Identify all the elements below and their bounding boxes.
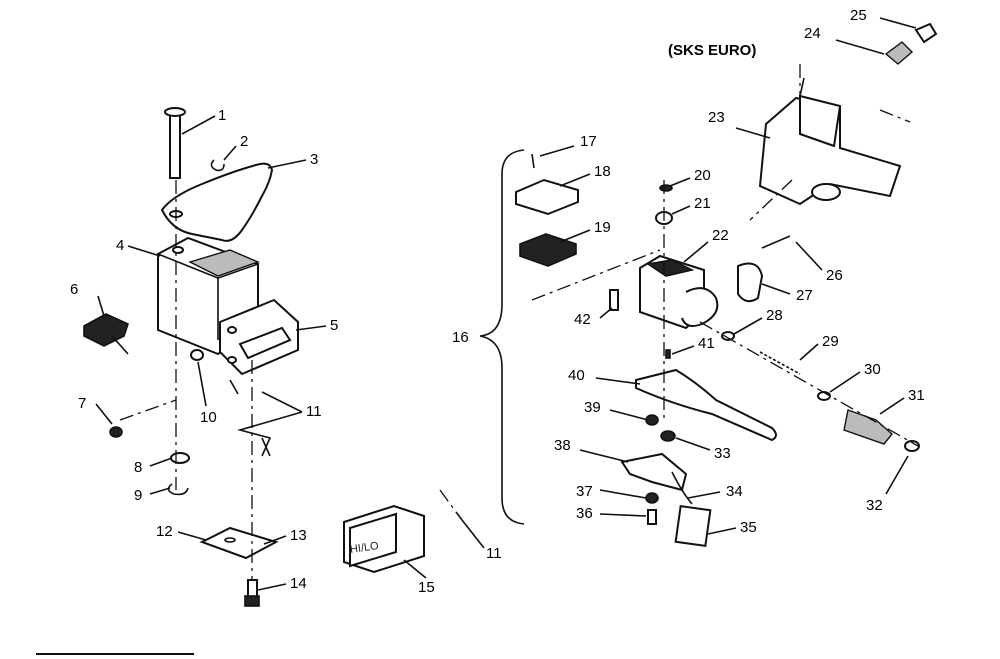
- callout-20: 20: [694, 167, 711, 184]
- adjuster-part: [83, 313, 129, 355]
- hilo-switch-part: [343, 504, 425, 574]
- variant-label: (SKS EURO): [668, 42, 757, 59]
- callout-17: 17: [580, 133, 597, 150]
- callout-35: 35: [740, 519, 757, 536]
- callout-13: 13: [290, 527, 307, 544]
- callout-28: 28: [766, 307, 783, 324]
- brake-lever-part: [635, 368, 777, 442]
- callout-42: 42: [574, 311, 591, 328]
- bolt-part: [244, 579, 260, 607]
- spring-part: [759, 351, 801, 375]
- washer-part: [170, 452, 190, 464]
- screw-part: [229, 379, 239, 395]
- master-cylinder-part: [639, 254, 719, 330]
- bushing-part: [190, 349, 204, 361]
- callout-15: 15: [418, 579, 435, 596]
- leader-lines: [95, 17, 917, 591]
- callout-19: 19: [594, 219, 611, 236]
- group-bracket: [479, 149, 525, 525]
- callout-29: 29: [822, 333, 839, 350]
- callout-1: 1: [218, 107, 227, 124]
- nut-part: [109, 426, 123, 438]
- callout-39: 39: [584, 399, 601, 416]
- callout-11-upper: 11: [306, 403, 322, 420]
- callout-23: 23: [708, 109, 725, 126]
- callout-8: 8: [134, 459, 143, 476]
- callout-22: 22: [712, 227, 729, 244]
- callout-36: 36: [576, 505, 593, 522]
- callout-14: 14: [290, 575, 307, 592]
- callout-6: 6: [70, 281, 79, 298]
- callout-3: 3: [310, 151, 319, 168]
- callout-5: 5: [330, 317, 339, 334]
- brake-switch-part: [674, 504, 712, 548]
- plate-part: [199, 526, 279, 560]
- callout-34: 34: [726, 483, 743, 500]
- callout-27: 27: [796, 287, 813, 304]
- center-lines: [119, 64, 919, 580]
- reservoir-cap-part: [515, 178, 579, 216]
- callout-32: 32: [866, 497, 883, 514]
- switch-bracket-part: [620, 452, 688, 492]
- pivot-pin-part: [164, 107, 186, 179]
- callout-25: 25: [850, 7, 867, 24]
- e-clip-part: [210, 159, 225, 172]
- euro-housing-part: [758, 77, 902, 206]
- callout-33: 33: [714, 445, 731, 462]
- callout-40: 40: [568, 367, 585, 384]
- callout-38: 38: [554, 437, 571, 454]
- callout-24: 24: [804, 25, 821, 42]
- callout-21: 21: [694, 195, 711, 212]
- clamp-part: [737, 262, 764, 303]
- callout-4: 4: [116, 237, 125, 254]
- cover-part: [219, 298, 299, 376]
- callout-31: 31: [908, 387, 925, 404]
- piston-part: [843, 409, 893, 445]
- lever-part: [160, 162, 274, 242]
- callout-41: 41: [698, 335, 715, 352]
- callout-30: 30: [864, 361, 881, 378]
- callout-26: 26: [826, 267, 843, 284]
- callout-10: 10: [200, 409, 217, 426]
- clip-part: [167, 483, 189, 496]
- callout-37: 37: [576, 483, 593, 500]
- callout-12: 12: [156, 523, 173, 540]
- callout-7: 7: [78, 395, 87, 412]
- callout-16: 16: [452, 329, 469, 346]
- callout-11-lower: 11: [486, 545, 502, 562]
- callout-18: 18: [594, 163, 611, 180]
- callout-2: 2: [240, 133, 249, 150]
- callout-9: 9: [134, 487, 143, 504]
